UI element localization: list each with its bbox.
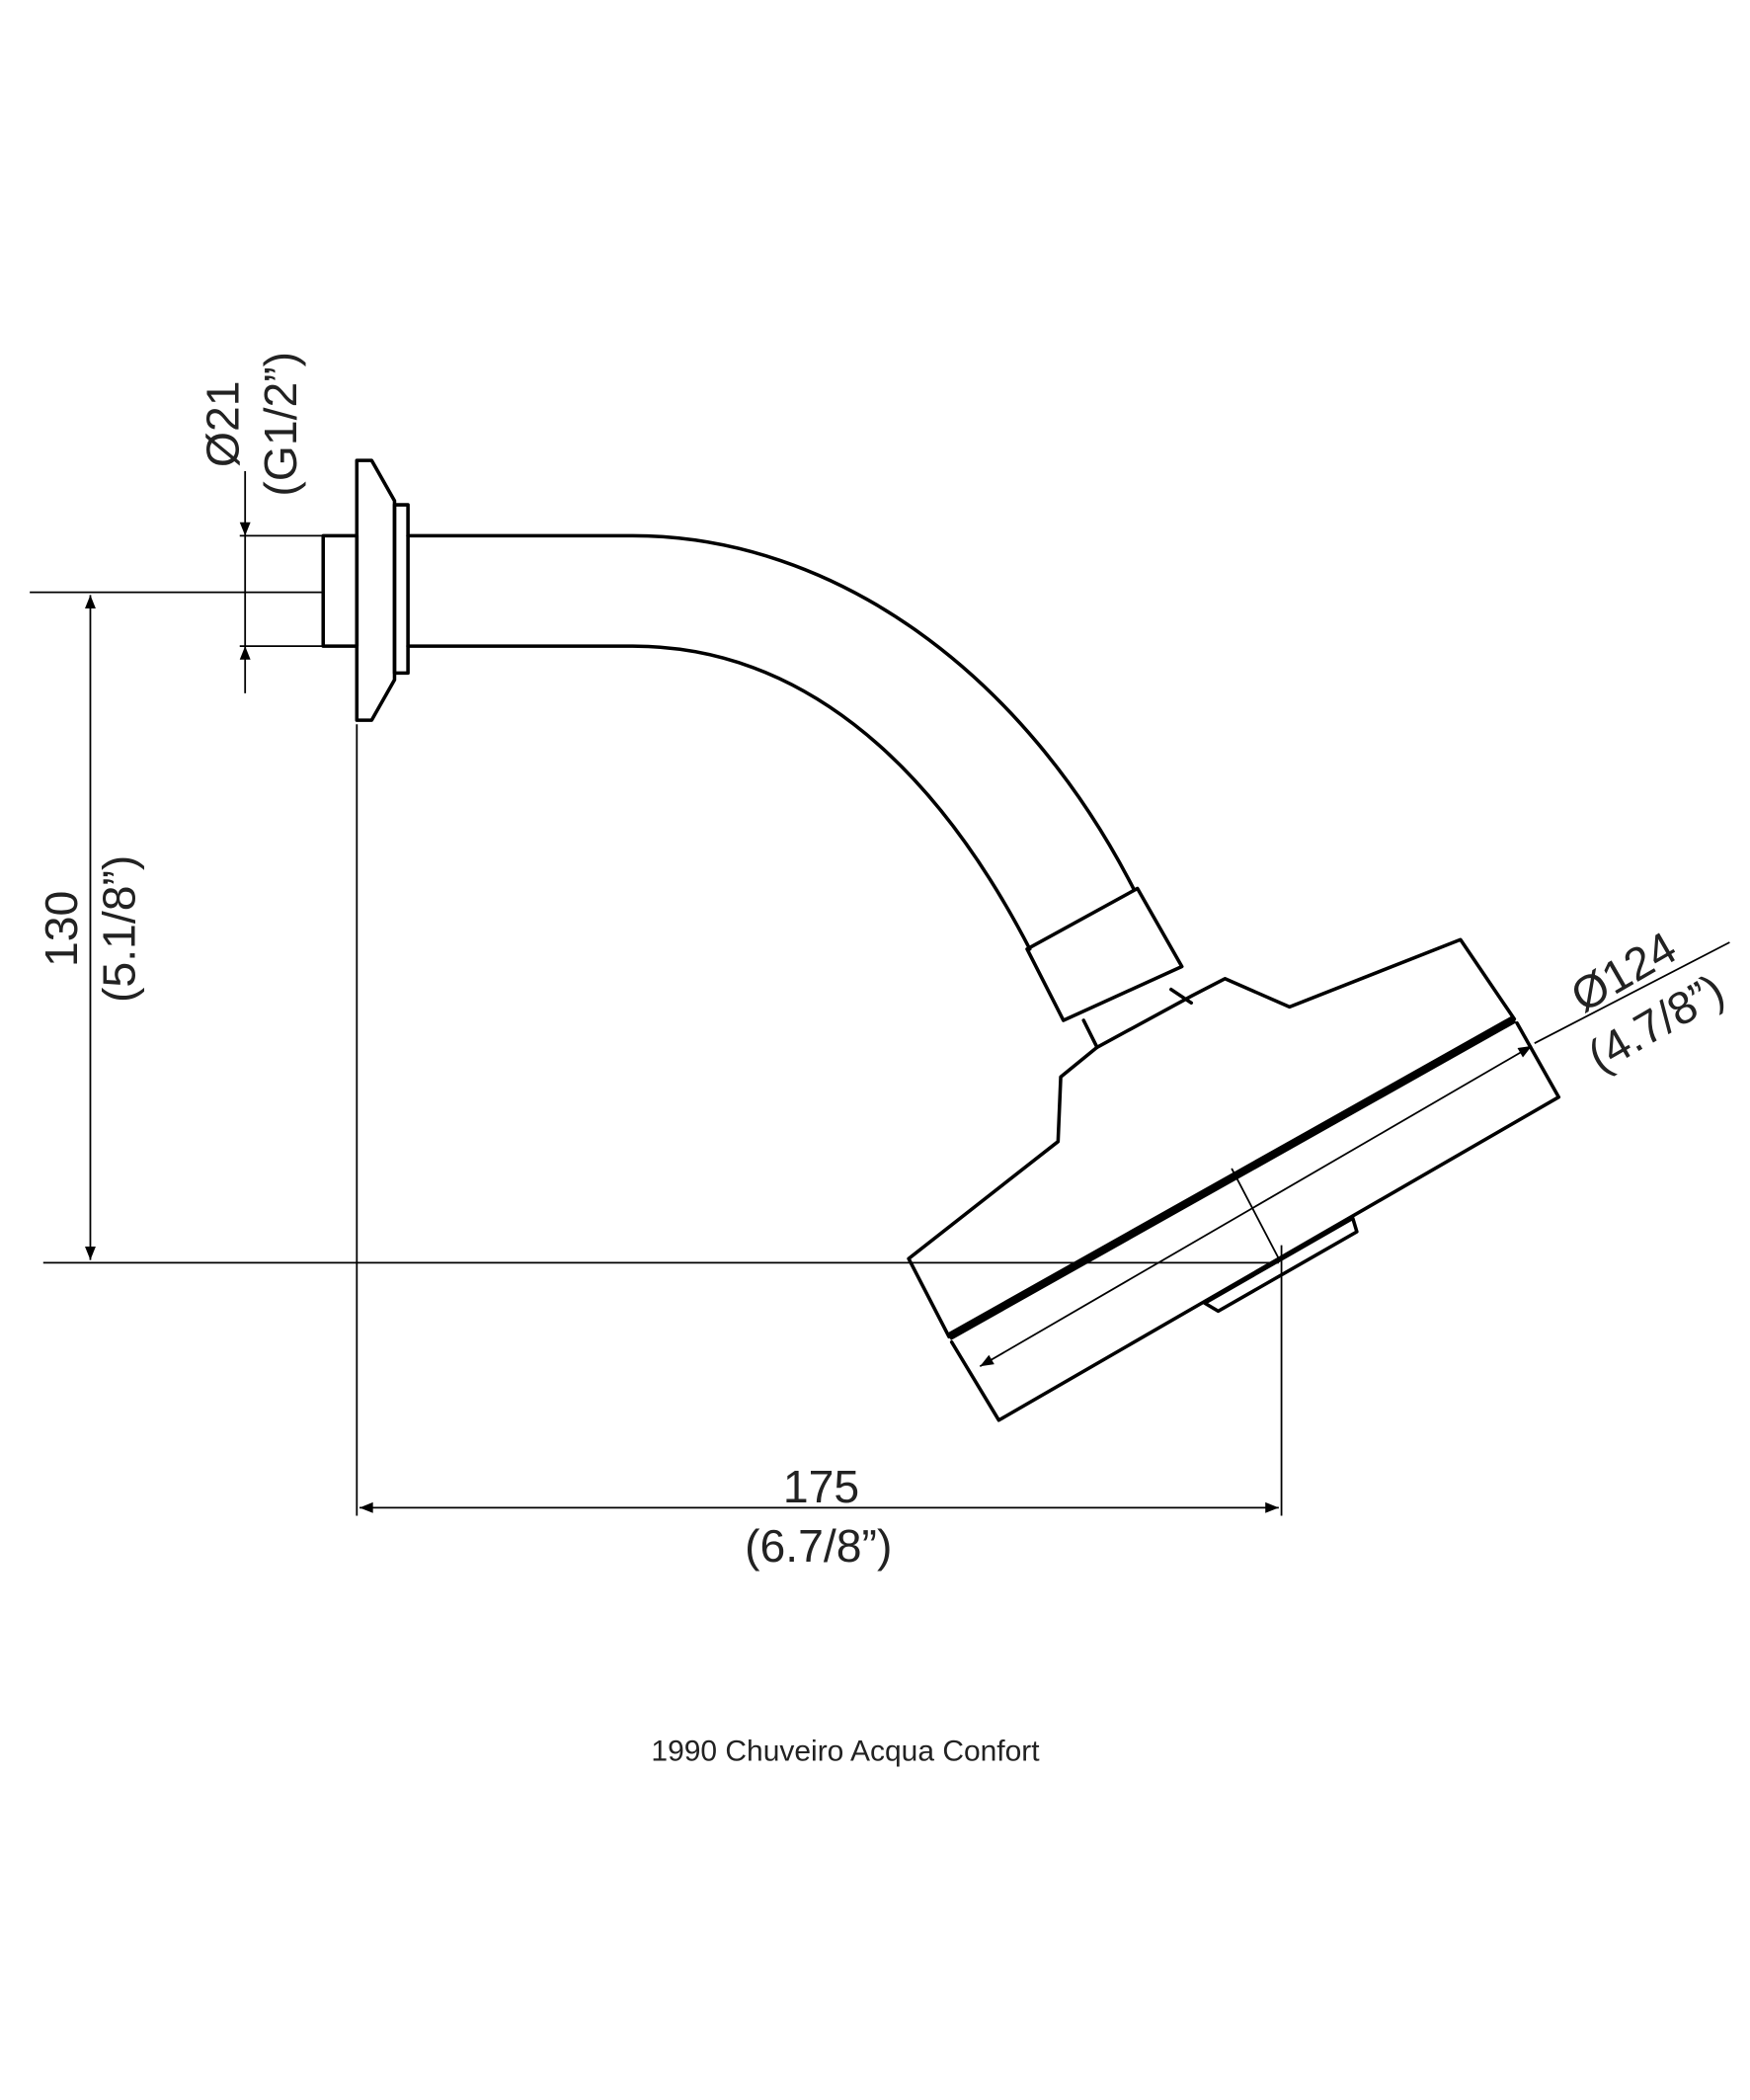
shower-arm	[321, 458, 1194, 1050]
head-diameter-dimension-line	[979, 1045, 1533, 1368]
drawing-caption: 1990 Chuveiro Acqua Confort	[651, 1736, 1040, 1768]
inlet-thread-label: (G1/2”)	[255, 352, 306, 497]
inlet-diameter-label: Ø21	[197, 380, 248, 467]
projection-in-label: (6.7/8”)	[745, 1520, 892, 1572]
projection-mm-label: 175	[783, 1461, 859, 1512]
height-in-label: (5.1/8”)	[93, 855, 144, 1003]
shower-head	[907, 937, 1561, 1422]
extension-lines	[30, 534, 1730, 1516]
height-mm-label: 130	[36, 891, 87, 967]
dimension-lines	[85, 470, 1533, 1513]
